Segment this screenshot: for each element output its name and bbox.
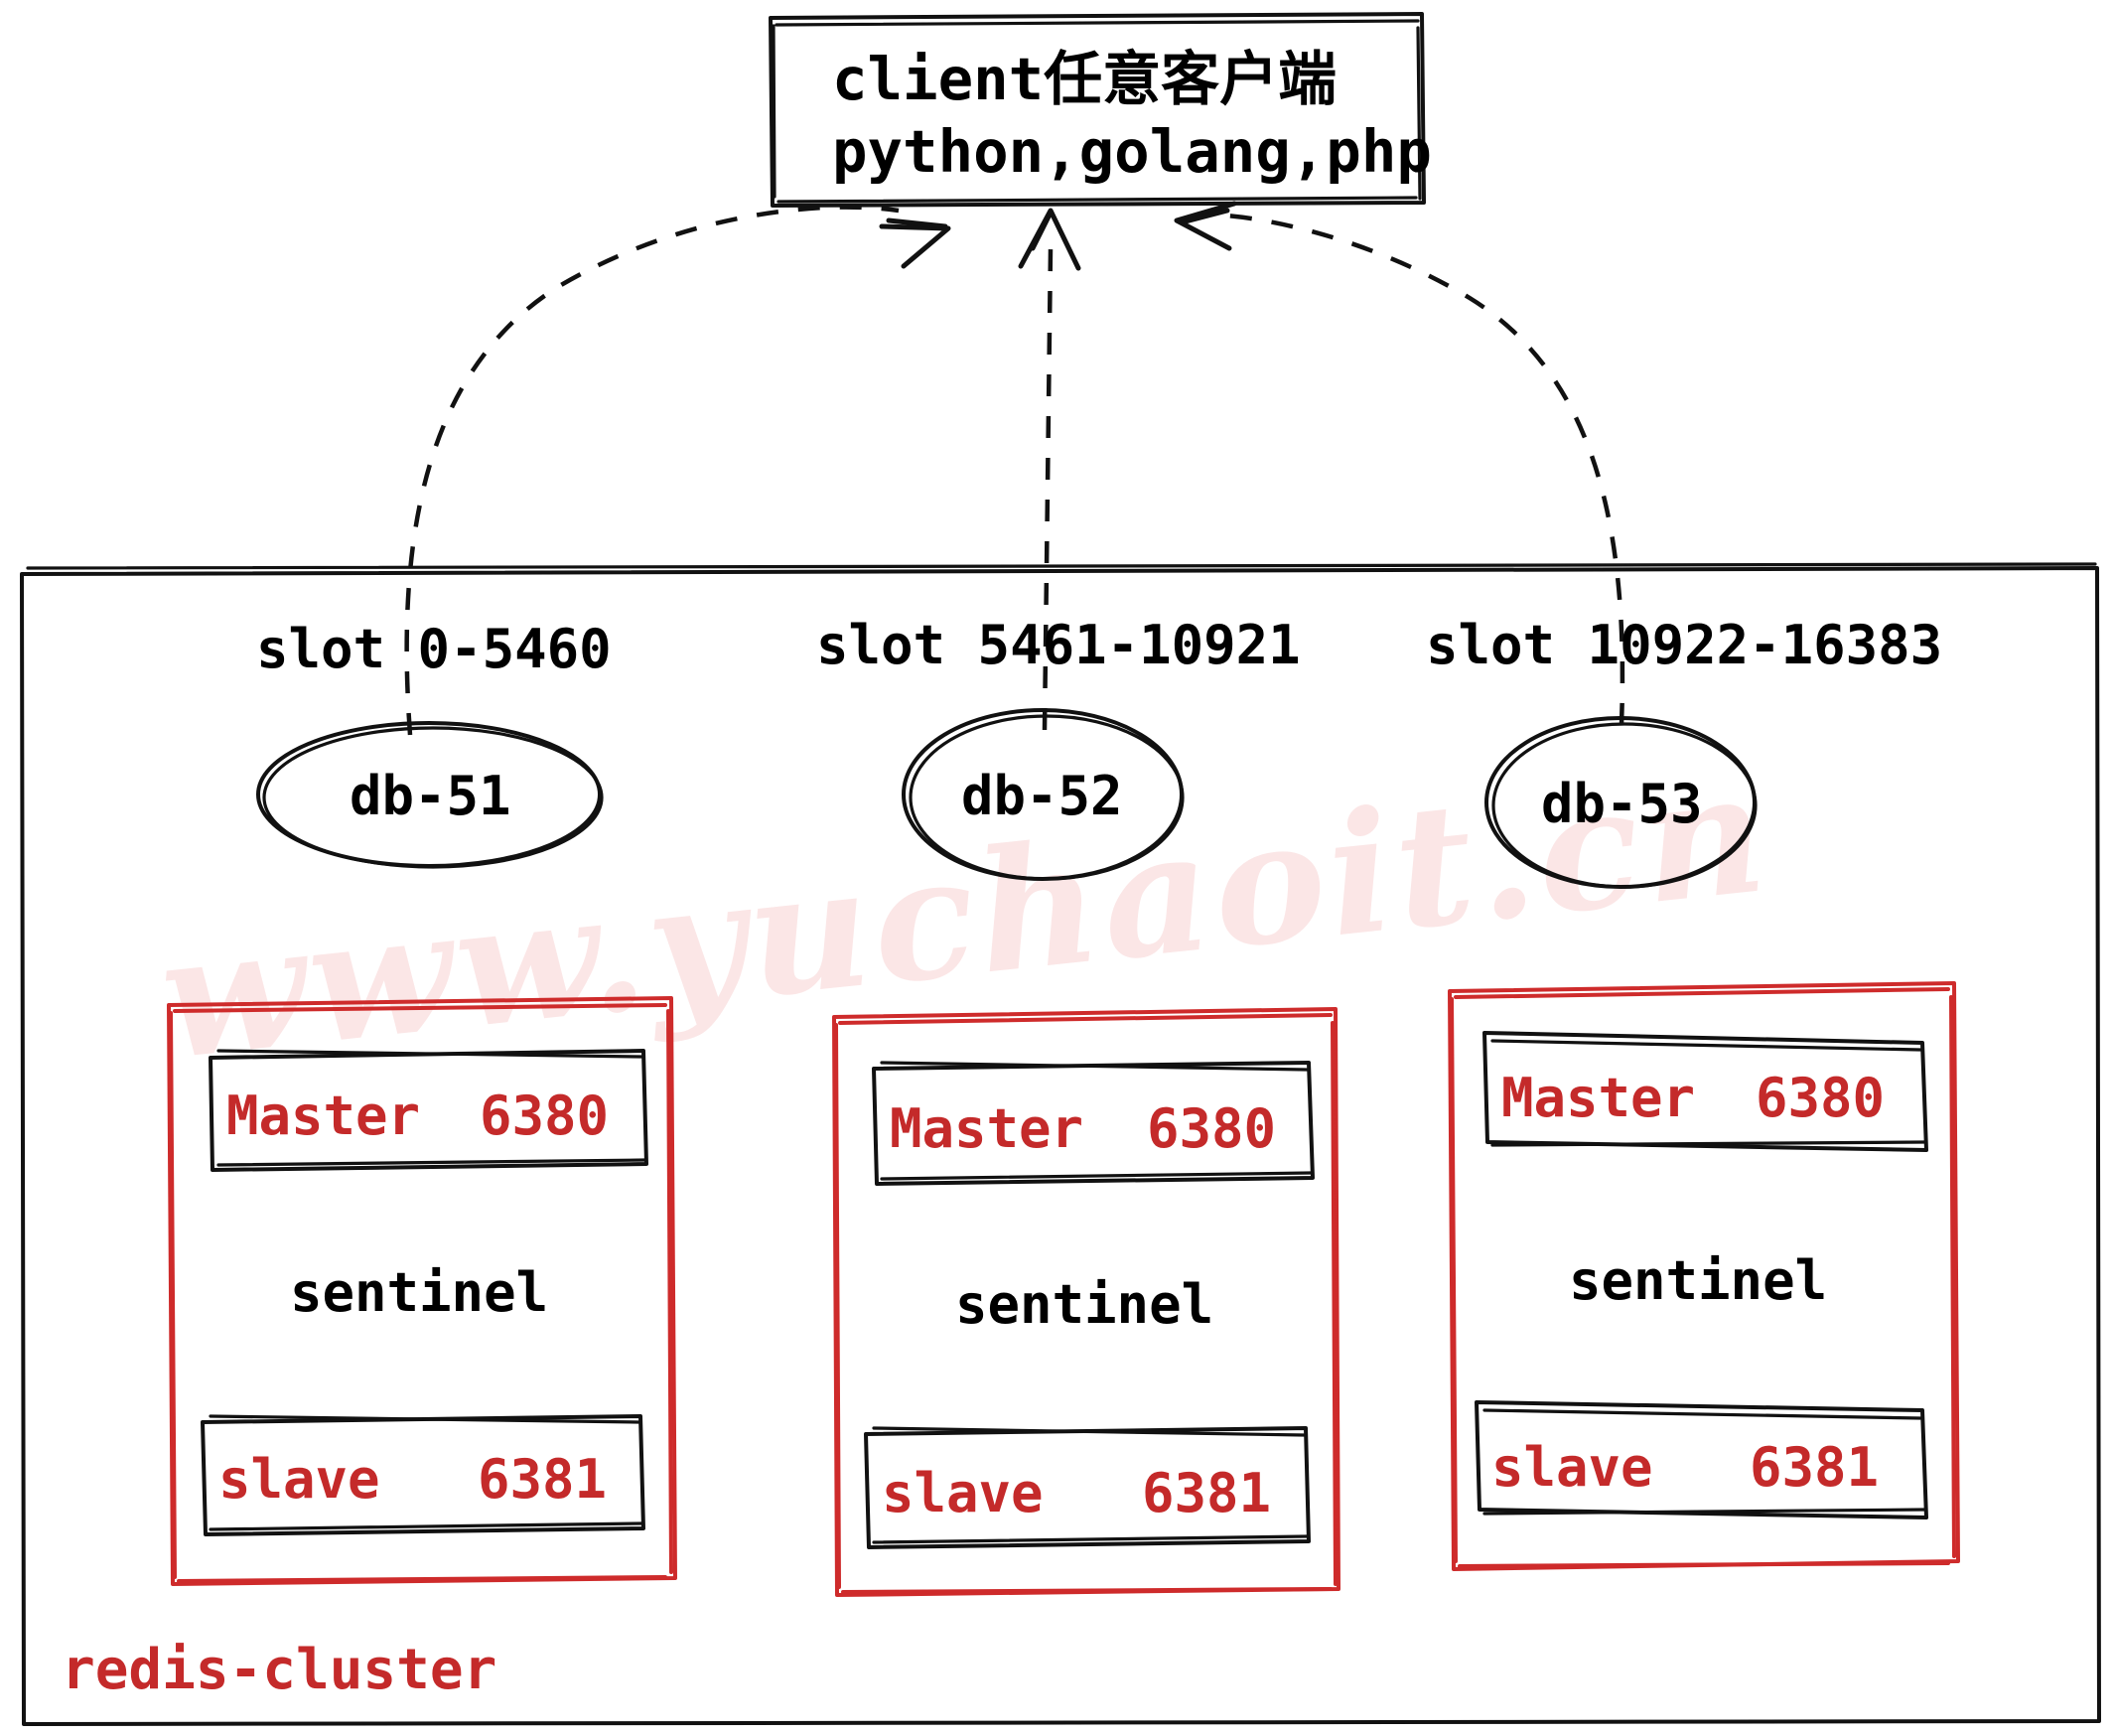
slave-box-0[interactable]: [201, 1414, 645, 1536]
arrow-db51-head-second: [886, 217, 948, 229]
slave-box-0-outline: [201, 1414, 645, 1536]
arrow-db53-path: [1202, 212, 1625, 726]
slave-port-2: 6381: [1750, 1436, 1879, 1499]
sentinel-group-0: [167, 996, 677, 1586]
arrow-db53-to-client: [1174, 201, 1625, 726]
arrow-db51-to-client: [404, 205, 951, 736]
db-52-ellipse-second-pass: [909, 714, 1185, 881]
sentinel-label-1: sentinel: [955, 1273, 1213, 1336]
sentinel-label-2: sentinel: [1569, 1249, 1827, 1312]
slave-box-1[interactable]: [864, 1426, 1311, 1549]
db-51-label: db-51: [350, 765, 511, 827]
master-role-2: Master: [1501, 1067, 1695, 1129]
master-box-0-outline-second-pass: [216, 1049, 647, 1167]
master-box-1-outline-second-pass: [880, 1061, 1313, 1181]
master-box-0-outline: [209, 1049, 648, 1172]
cluster-container: [20, 562, 2101, 1726]
slot-label-2: slot 10922-16383: [1426, 614, 1942, 676]
master-port-1: 6380: [1147, 1097, 1276, 1160]
cluster-container-outline: [20, 566, 2101, 1726]
master-box-2-outline: [1482, 1031, 1928, 1152]
slave-role-1: slave: [882, 1462, 1044, 1524]
slave-box-0-outline-second-pass: [209, 1414, 643, 1531]
master-box-1[interactable]: [872, 1061, 1315, 1186]
slot-label-1: slot 5461-10921: [816, 614, 1301, 676]
sentinel-group-2-outline: [1448, 981, 1960, 1571]
client-box[interactable]: [769, 12, 1426, 208]
master-box-0[interactable]: [209, 1049, 648, 1172]
master-role-0: Master: [226, 1085, 420, 1147]
master-port-2: 6380: [1756, 1067, 1885, 1129]
arrow-db52-to-client: [1018, 208, 1081, 731]
sentinel-group-2: [1448, 981, 1960, 1571]
client-box-outline-second-pass: [772, 19, 1422, 204]
slave-box-2-outline: [1475, 1400, 1928, 1519]
client-label-line2: python,golang,php: [832, 117, 1432, 186]
arrow-db52-head-second: [1030, 210, 1054, 251]
sentinel-label-0: sentinel: [290, 1261, 548, 1324]
sentinel-group-1-outline-second-pass: [834, 1013, 1338, 1594]
sentinel-group-1: [832, 1007, 1340, 1597]
master-role-1: Master: [890, 1097, 1083, 1160]
slave-box-1-outline: [864, 1426, 1311, 1549]
master-box-2-outline-second-pass: [1490, 1039, 1926, 1147]
slave-box-1-outline-second-pass: [872, 1426, 1309, 1544]
db-52-label: db-52: [961, 765, 1123, 827]
client-box-outline: [769, 12, 1426, 208]
sentinel-group-0-outline: [167, 996, 677, 1586]
slave-role-2: slave: [1491, 1436, 1653, 1499]
db-51-ellipse-second-pass: [262, 726, 604, 869]
sentinel-group-1-outline: [832, 1007, 1340, 1597]
arrow-db53-head-second: [1179, 208, 1230, 225]
sentinel-group-2-outline-second-pass: [1450, 987, 1956, 1568]
db-53-ellipse-second-pass: [1491, 722, 1758, 889]
slave-box-2-outline-second-pass: [1482, 1408, 1926, 1516]
node-ellipse-db-52[interactable]: [902, 708, 1185, 881]
master-port-0: 6380: [480, 1085, 609, 1147]
arrow-db51-head: [879, 223, 951, 269]
db-53-label: db-53: [1541, 773, 1703, 835]
cluster-label: redis-cluster: [62, 1638, 496, 1702]
sentinel-group-0-outline-second-pass: [169, 1003, 673, 1583]
cluster-container-top-second-pass: [26, 562, 2097, 570]
node-ellipse-db-51[interactable]: [256, 721, 604, 869]
node-ellipse-db-53[interactable]: [1484, 716, 1758, 889]
slave-port-0: 6381: [478, 1448, 607, 1511]
arrow-db53-head: [1174, 201, 1237, 251]
slave-role-0: slave: [218, 1448, 380, 1511]
client-label-line1: client任意客户端: [832, 45, 1337, 113]
slot-label-0: slot 0-5460: [256, 618, 612, 680]
master-box-1-outline: [872, 1061, 1315, 1186]
slave-box-2[interactable]: [1475, 1400, 1928, 1519]
slave-port-1: 6381: [1142, 1462, 1271, 1524]
master-box-2[interactable]: [1482, 1031, 1928, 1152]
